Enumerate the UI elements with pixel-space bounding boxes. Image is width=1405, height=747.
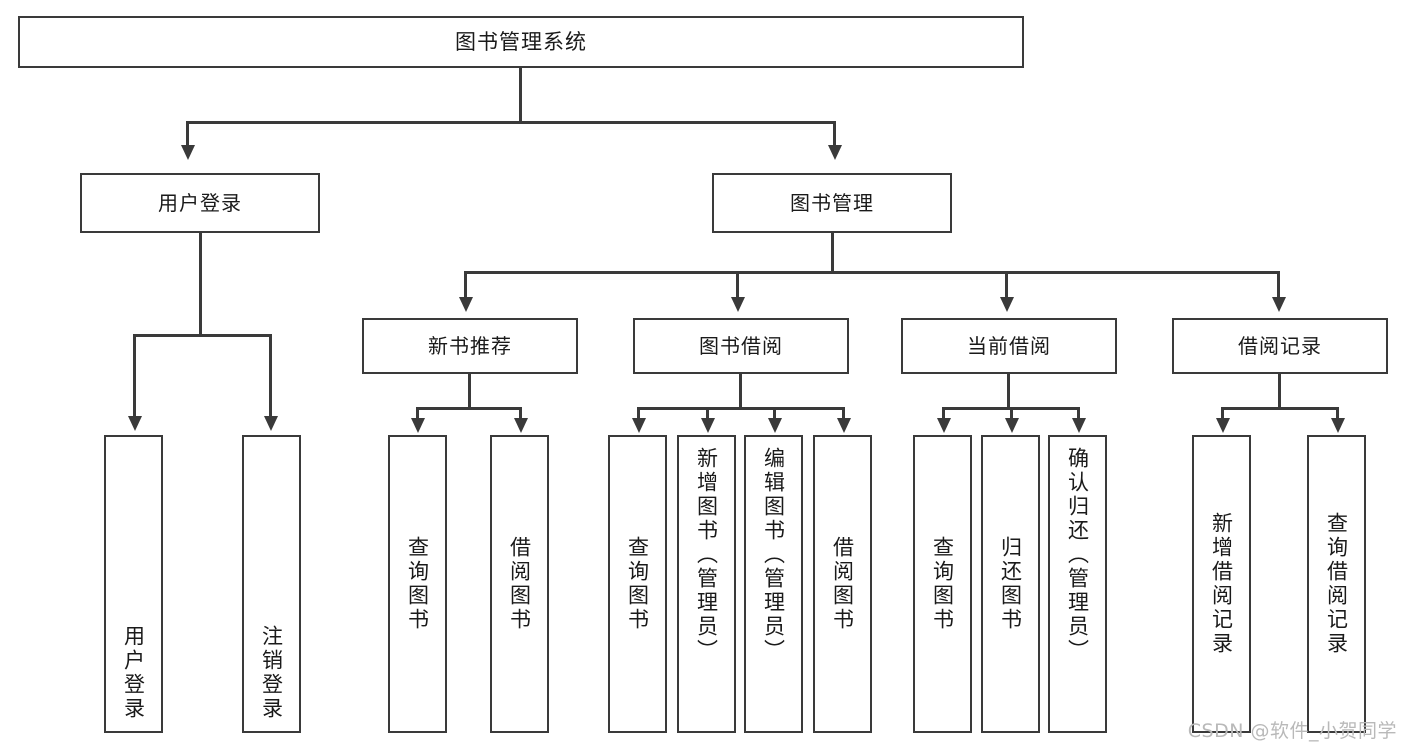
- node-leaf-borrow-book-2[interactable]: 借阅图书: [813, 435, 872, 733]
- arrow-to-leaf-borrow-book-1: [514, 418, 528, 433]
- connector-root-bus: [186, 121, 836, 124]
- arrow-to-leaf-query-book-2: [632, 418, 646, 433]
- node-label: 用户登录: [158, 190, 242, 215]
- node-leaf-add-book[interactable]: 新增图书（管理员）: [677, 435, 736, 733]
- node-leaf-query-book-2[interactable]: 查询图书: [608, 435, 667, 733]
- node-current-borrow[interactable]: 当前借阅: [901, 318, 1117, 374]
- node-new-book-recommend[interactable]: 新书推荐: [362, 318, 578, 374]
- connector-drop-leaf-user-login: [133, 334, 136, 418]
- node-book-manage[interactable]: 图书管理: [712, 173, 952, 233]
- arrow-to-book-manage: [828, 145, 842, 160]
- node-book-borrow[interactable]: 图书借阅: [633, 318, 849, 374]
- connector-book-borrow-bus: [637, 407, 845, 410]
- connector-borrow-record-bus: [1221, 407, 1339, 410]
- node-leaf-query-book-1[interactable]: 查询图书: [388, 435, 447, 733]
- node-label: 借阅图书: [830, 536, 855, 632]
- connector-drop-borrow-record: [1277, 271, 1280, 299]
- node-label: 确认归还（管理员）: [1065, 447, 1090, 663]
- connector-book-borrow-stem: [739, 374, 742, 408]
- connector-book-manage-stem: [831, 233, 834, 272]
- node-label: 查询借阅记录: [1324, 512, 1349, 656]
- node-label: 图书管理: [790, 190, 874, 215]
- node-label: 查询图书: [930, 536, 955, 632]
- node-user-login[interactable]: 用户登录: [80, 173, 320, 233]
- connector-drop-leaf-query-book-2: [637, 407, 640, 420]
- node-leaf-borrow-book-1[interactable]: 借阅图书: [490, 435, 549, 733]
- node-label: 借阅记录: [1238, 333, 1322, 358]
- node-leaf-user-login[interactable]: 用户登录: [104, 435, 163, 733]
- node-leaf-confirm-return[interactable]: 确认归还（管理员）: [1048, 435, 1107, 733]
- node-label: 借阅图书: [507, 536, 532, 632]
- connector-drop-leaf-query-book-3: [942, 407, 945, 420]
- node-leaf-add-record[interactable]: 新增借阅记录: [1192, 435, 1251, 733]
- arrow-to-borrow-record: [1272, 297, 1286, 312]
- arrow-to-leaf-confirm-return: [1072, 418, 1086, 433]
- arrow-to-leaf-edit-book: [768, 418, 782, 433]
- arrow-to-leaf-borrow-book-2: [837, 418, 851, 433]
- node-leaf-query-record[interactable]: 查询借阅记录: [1307, 435, 1366, 733]
- connector-drop-leaf-add-book: [706, 407, 709, 420]
- connector-root-stem: [519, 68, 522, 122]
- node-label: 注销登录: [259, 625, 284, 721]
- connector-new-book-bus: [416, 407, 522, 410]
- arrow-to-leaf-user-login: [128, 416, 142, 431]
- node-label: 图书借阅: [699, 333, 783, 358]
- connector-drop-leaf-query-book-1: [416, 407, 419, 420]
- node-label: 编辑图书（管理员）: [761, 447, 786, 663]
- arrow-to-book-borrow: [731, 297, 745, 312]
- node-label: 新增图书（管理员）: [694, 447, 719, 663]
- node-leaf-logout-login[interactable]: 注销登录: [242, 435, 301, 733]
- arrow-to-leaf-return-book: [1005, 418, 1019, 433]
- arrow-to-current-borrow: [1000, 297, 1014, 312]
- connector-drop-leaf-add-record: [1221, 407, 1224, 420]
- node-label: 归还图书: [998, 536, 1023, 632]
- node-label: 新增借阅记录: [1209, 512, 1234, 656]
- node-label: 用户登录: [121, 625, 146, 721]
- connector-drop-leaf-edit-book: [773, 407, 776, 420]
- connector-book-manage-bus: [464, 271, 1280, 274]
- node-root-system[interactable]: 图书管理系统: [18, 16, 1024, 68]
- arrow-to-leaf-query-record: [1331, 418, 1345, 433]
- arrow-to-leaf-query-book-3: [937, 418, 951, 433]
- connector-current-borrow-stem: [1007, 374, 1010, 408]
- node-leaf-return-book[interactable]: 归还图书: [981, 435, 1040, 733]
- connector-drop-current-borrow: [1005, 271, 1008, 299]
- arrow-to-new-book-recommend: [459, 297, 473, 312]
- connector-drop-leaf-logout: [269, 334, 272, 418]
- node-leaf-edit-book[interactable]: 编辑图书（管理员）: [744, 435, 803, 733]
- arrow-to-leaf-add-book: [701, 418, 715, 433]
- connector-drop-leaf-borrow-book-1: [519, 407, 522, 420]
- connector-drop-leaf-confirm-return: [1077, 407, 1080, 420]
- connector-drop-book-borrow: [736, 271, 739, 299]
- arrow-to-user-login: [181, 145, 195, 160]
- connector-drop-new-book: [464, 271, 467, 299]
- node-leaf-query-book-3[interactable]: 查询图书: [913, 435, 972, 733]
- connector-user-login-bus: [133, 334, 272, 337]
- node-label: 当前借阅: [967, 333, 1051, 358]
- connector-drop-user-login: [186, 121, 189, 147]
- connector-new-book-stem: [468, 374, 471, 408]
- node-label: 新书推荐: [428, 333, 512, 358]
- connector-drop-leaf-return-book: [1010, 407, 1013, 420]
- node-label: 图书管理系统: [455, 29, 587, 54]
- connector-drop-leaf-query-record: [1336, 407, 1339, 420]
- arrow-to-leaf-add-record: [1216, 418, 1230, 433]
- connector-drop-leaf-borrow-book-2: [842, 407, 845, 420]
- arrow-to-leaf-logout: [264, 416, 278, 431]
- node-label: 查询图书: [405, 536, 430, 632]
- connector-drop-book-manage: [833, 121, 836, 147]
- connector-borrow-record-stem: [1278, 374, 1281, 408]
- node-label: 查询图书: [625, 536, 650, 632]
- node-borrow-record[interactable]: 借阅记录: [1172, 318, 1388, 374]
- arrow-to-leaf-query-book-1: [411, 418, 425, 433]
- connector-user-login-stem: [199, 233, 202, 335]
